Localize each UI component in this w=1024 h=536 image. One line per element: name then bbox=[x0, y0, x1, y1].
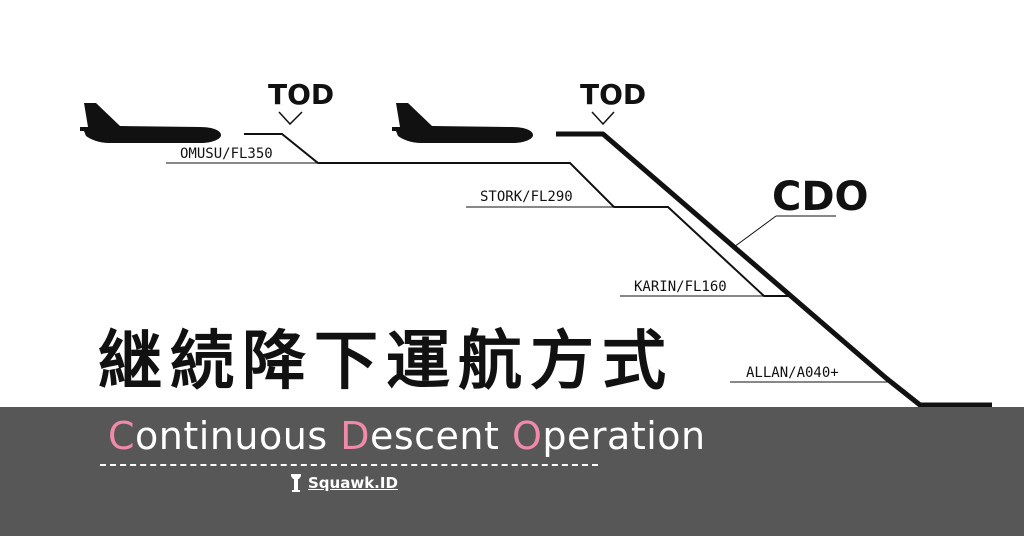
control-tower-icon bbox=[291, 474, 301, 492]
title-english-part: O bbox=[512, 414, 543, 458]
title-english-part: D bbox=[340, 414, 370, 458]
cdo-callout-leader bbox=[733, 215, 777, 248]
airplane-icon bbox=[392, 103, 533, 143]
waypoint-label-stork: STORK/FL290 bbox=[480, 189, 573, 205]
brand[interactable]: Squawk.ID bbox=[290, 472, 398, 494]
tod-label-cdo: TOD bbox=[580, 78, 646, 111]
tod-label-conventional: TOD bbox=[268, 78, 334, 111]
title-english-part: escent bbox=[369, 414, 512, 458]
brand-name[interactable]: Squawk.ID bbox=[308, 474, 398, 492]
title-english-part: peration bbox=[542, 414, 706, 458]
tod-marker-cdo bbox=[591, 111, 615, 126]
title-english-part: C bbox=[108, 414, 136, 458]
cdo-label: CDO bbox=[772, 174, 869, 220]
title-english-part: ontinuous bbox=[135, 414, 341, 458]
bottom-band bbox=[0, 407, 1024, 536]
waypoint-label-karin: KARIN/FL160 bbox=[634, 279, 727, 295]
airplane-icon bbox=[80, 103, 221, 143]
title-english: Continuous Descent Operation bbox=[108, 411, 705, 461]
dashed-divider bbox=[100, 464, 598, 466]
cdo-descent-path bbox=[556, 131, 992, 408]
waypoint-label-allan: ALLAN/A040+ bbox=[746, 365, 839, 381]
tod-marker-conventional bbox=[278, 111, 303, 126]
waypoint-label-omusu: OMUSU/FL350 bbox=[180, 146, 273, 162]
title-japanese: 継続降下運航方式 bbox=[98, 325, 674, 399]
